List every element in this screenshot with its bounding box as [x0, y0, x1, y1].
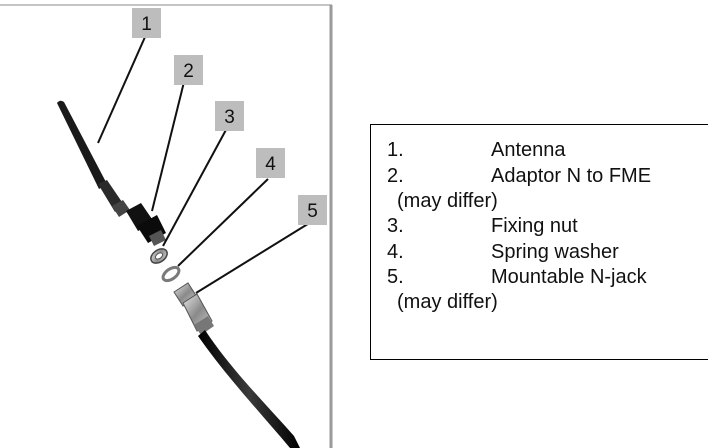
fixing-nut-part [150, 248, 168, 264]
legend-item-4: 4. Spring washer [387, 241, 619, 264]
legend-item-2: 2. Adaptor N to FME [387, 165, 651, 188]
adaptor-part [126, 203, 166, 246]
leader-line-5 [195, 221, 312, 294]
legend-item-2-number: 2. [387, 165, 404, 187]
legend-item-5-number: 5. [387, 266, 404, 288]
callout-5-label: 5 [307, 201, 318, 222]
leader-line-3 [162, 127, 228, 247]
leader-line-2 [151, 81, 185, 212]
legend-item-2-label: Adaptor N to FME [491, 165, 652, 187]
antenna-part [57, 100, 130, 217]
callout-4-label: 4 [265, 154, 276, 175]
legend-item-5: 5. Mountable N-jack [387, 266, 647, 289]
legend-item-1: 1. Antenna [387, 139, 566, 162]
callout-3-label: 3 [224, 107, 235, 128]
parts-legend: 1. Antenna 2. Adaptor N to FME (may differ… [370, 124, 708, 360]
callout-2: 2 [174, 55, 203, 85]
callout-3: 3 [215, 101, 244, 131]
legend-item-4-label: Spring washer [491, 241, 619, 263]
legend-item-5-note: (may differ) [397, 291, 498, 313]
leader-line-1 [97, 36, 146, 144]
cable [198, 330, 300, 448]
callout-4: 4 [256, 148, 285, 178]
leader-line-4 [177, 178, 269, 267]
leader-lines [97, 36, 312, 294]
callout-2-label: 2 [183, 61, 194, 82]
callout-5: 5 [298, 195, 327, 225]
legend-item-1-number: 1. [387, 139, 404, 161]
legend-item-3-label: Fixing nut [491, 215, 578, 237]
legend-item-2-note: (may differ) [397, 190, 498, 212]
legend-item-4-number: 4. [387, 241, 404, 263]
callout-1-label: 1 [141, 14, 152, 35]
n-jack-part [173, 282, 214, 335]
callout-1: 1 [132, 8, 161, 38]
legend-item-3-number: 3. [387, 215, 404, 237]
legend-item-3: 3. Fixing nut [387, 215, 578, 238]
legend-item-1-label: Antenna [491, 139, 566, 161]
spring-washer-part [161, 265, 181, 283]
legend-item-5-label: Mountable N-jack [491, 266, 647, 288]
